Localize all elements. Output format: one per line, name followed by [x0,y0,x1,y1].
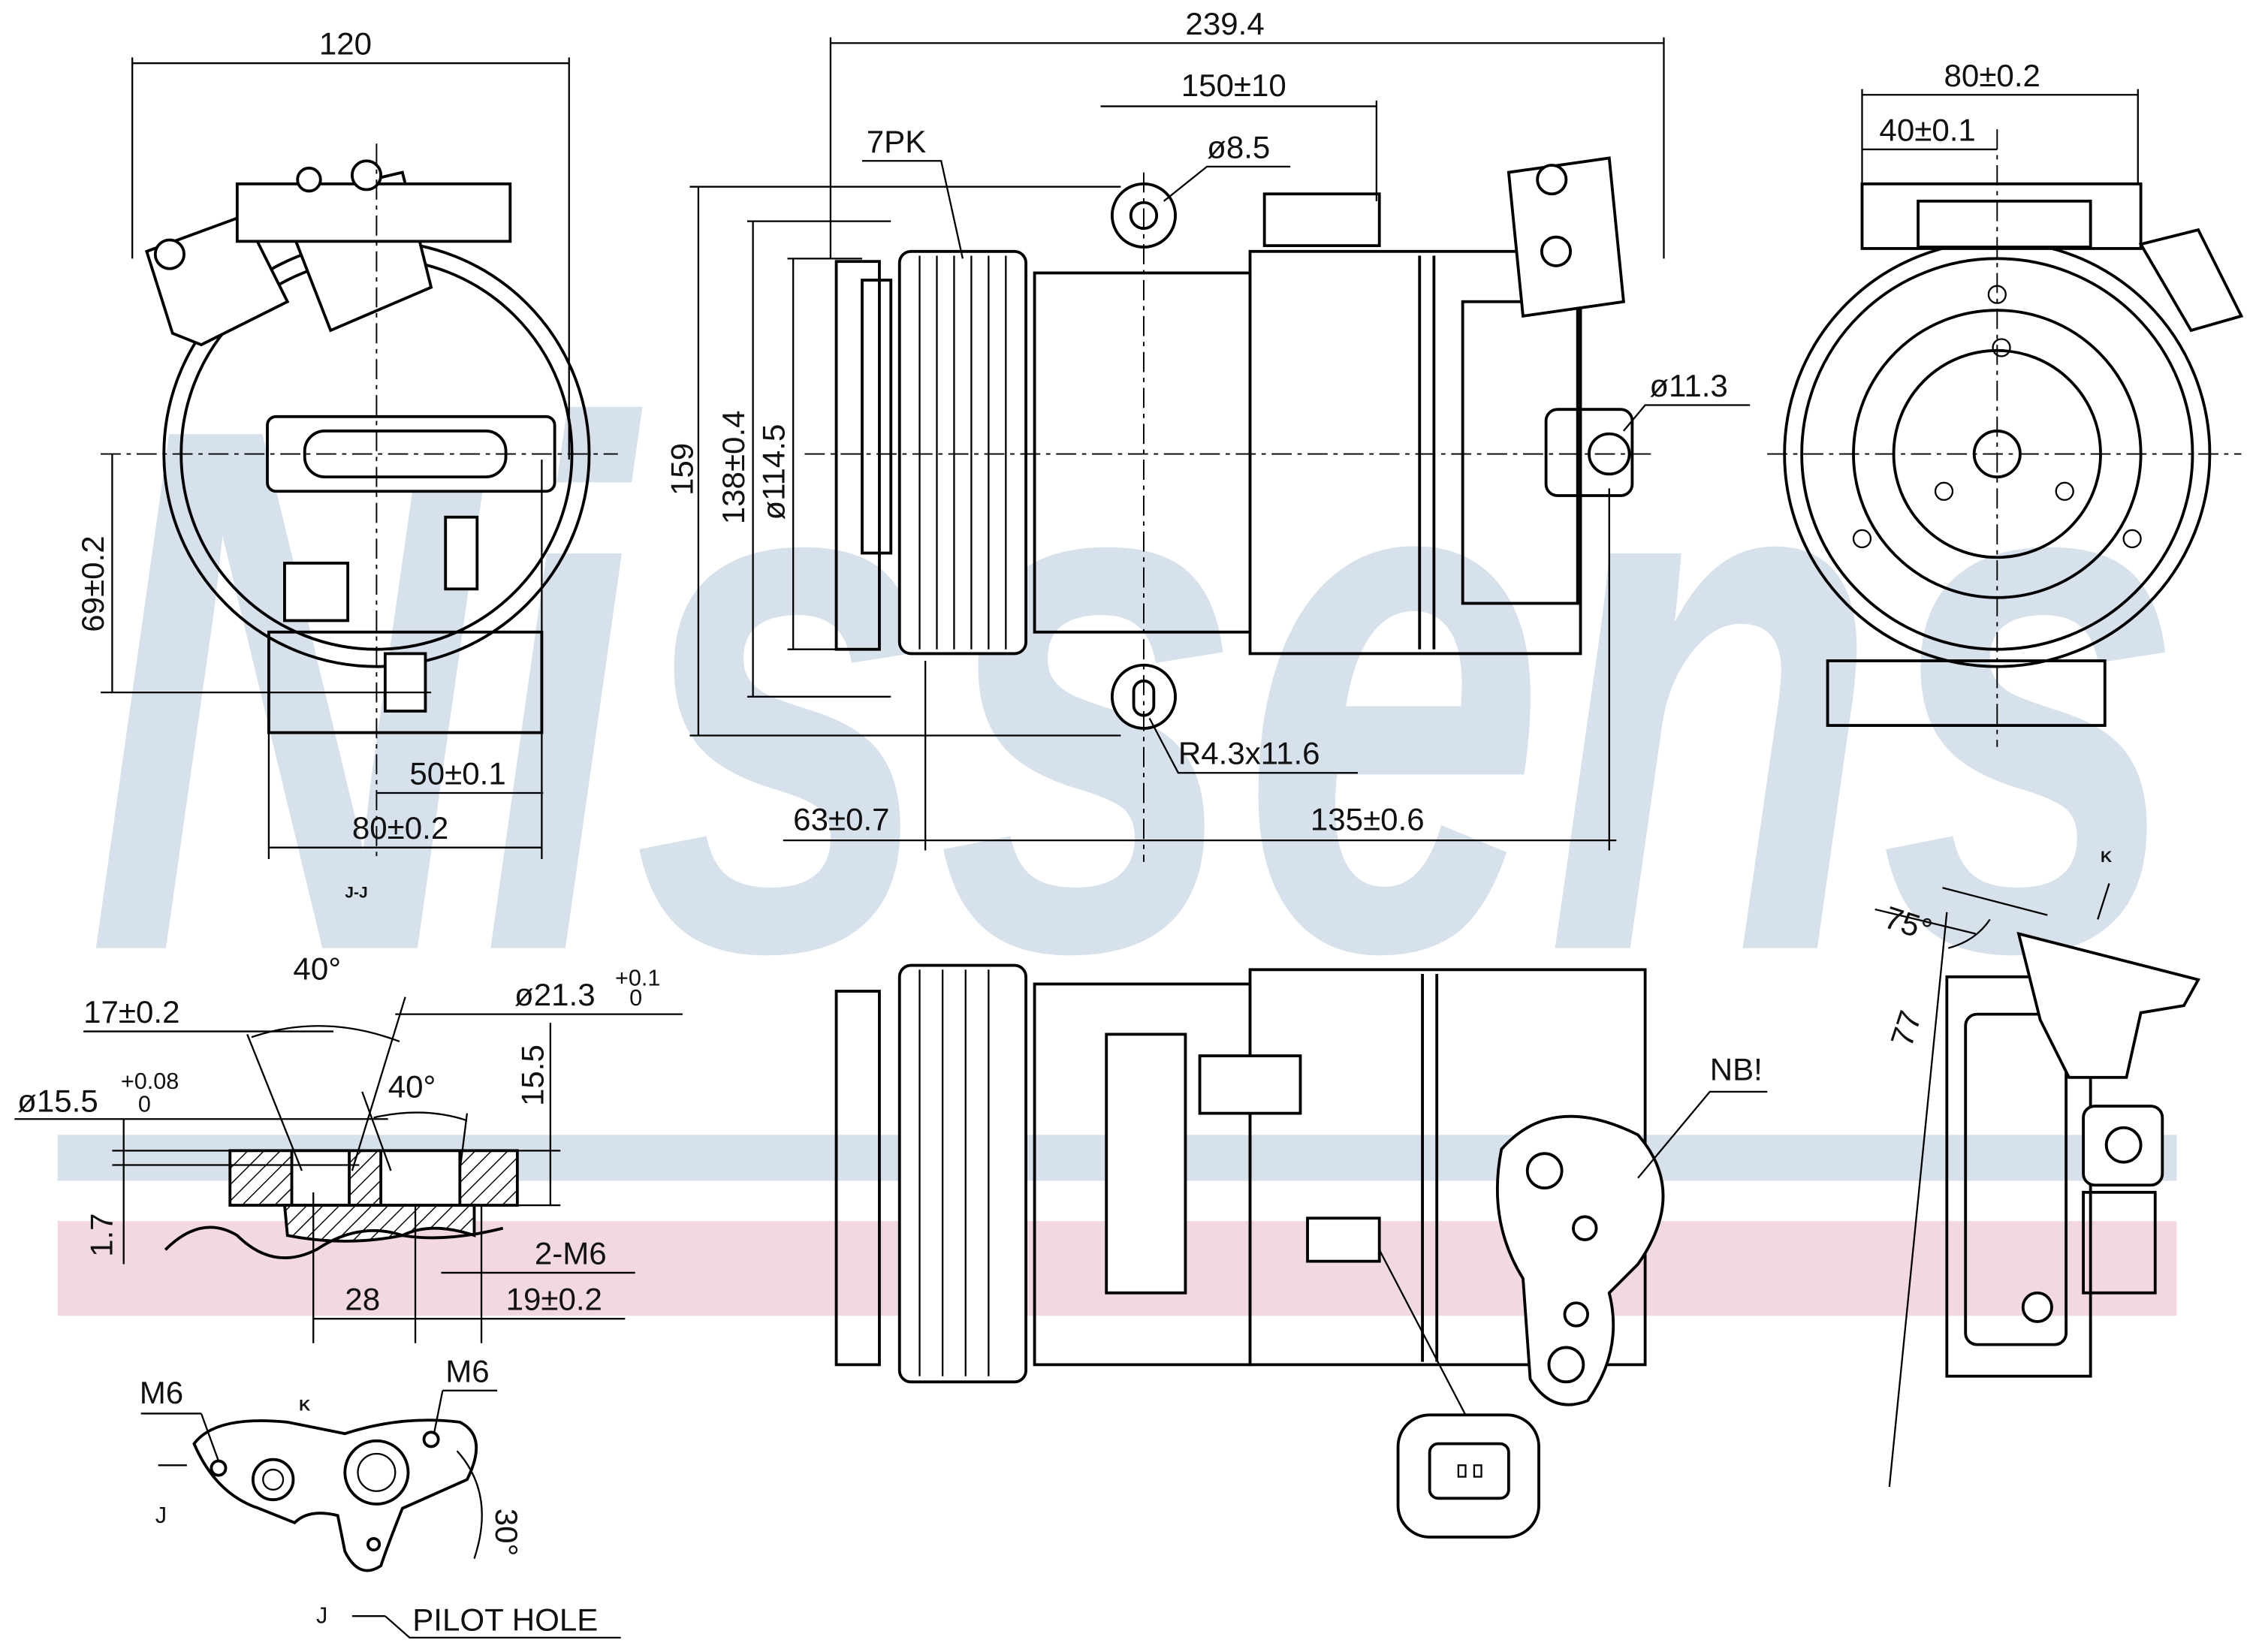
dim-dia-21-3: ø21.3 [514,977,596,1012]
dim-50: 50±0.1 [409,756,505,791]
side-view-bottom: NB! [834,963,1768,1539]
dim-dia-15-5: ø15.5 [17,1084,98,1119]
dim-hole-11-3: ø11.3 [1649,368,1727,403]
label-section-j-bottom: J [316,1603,327,1629]
label-m6-right: M6 [445,1353,489,1388]
dim-slot: R4.3x11.6 [1178,736,1320,771]
dim-dia-114-5: ø114.5 [756,424,792,520]
label-view-k-plate: K [299,1397,310,1415]
front-view: 120 69±0.2 50±0.1 80±0.2 J-J [75,26,618,902]
rear-view: 80±0.2 40±0.1 [1767,58,2244,747]
dim-150: 150±10 [1181,68,1286,103]
belt-7pk: 7PK [867,124,927,159]
dim-80-rear: 80±0.2 [1944,58,2040,93]
dim-hole-8-5: ø8.5 [1207,129,1270,164]
dim-dia-21-3-tol-upper: +0.1 [615,965,660,990]
dim-1-7: 1.7 [83,1213,119,1257]
dim-69: 69±0.2 [75,535,110,632]
dim-80-front: 80±0.2 [352,810,448,846]
dim-138: 138±0.4 [716,410,751,524]
side-view: 239.4 150±10 7PK ø8.5 159 138±0.4 ø114.5… [664,6,1751,862]
dim-17: 17±0.2 [83,994,179,1029]
label-section-j-top: J [155,1503,167,1528]
dim-239-4: 239.4 [1185,6,1264,41]
dim-angle-30: 30° [489,1509,524,1557]
dim-40: 40±0.1 [1879,112,1975,147]
label-view-k: K [2101,849,2112,866]
dim-28: 28 [345,1282,380,1317]
dim-dia-15-5-tol-lower: 0 [138,1092,151,1117]
note-nb: NB! [1710,1052,1763,1087]
dim-width-120: 120 [319,26,372,62]
port-section: 40° 17±0.2 ø21.3 +0.1 0 ø15.5 +0.08 0 40… [14,951,683,1343]
section-label-jj: J-J [345,885,367,902]
dim-dia-15-5-tol-upper: +0.08 [121,1069,179,1094]
thread-2-m6: 2-M6 [535,1235,607,1271]
dim-135: 135±0.6 [1310,802,1425,837]
dim-angle-40-top: 40° [293,951,341,987]
dim-dia-21-3-tol-lower: 0 [629,985,642,1011]
label-m6-left: M6 [140,1375,183,1410]
dim-159: 159 [664,443,699,496]
port-plate: M6 K M6 J 30° J PILOT HOLE [140,1353,621,1639]
dim-19: 19±0.2 [506,1282,602,1317]
label-pilot-hole: PILOT HOLE [412,1602,598,1637]
dim-15-5: 15.5 [514,1045,550,1106]
dim-angle-40-inner: 40° [388,1069,436,1105]
dim-63: 63±0.7 [793,802,889,837]
